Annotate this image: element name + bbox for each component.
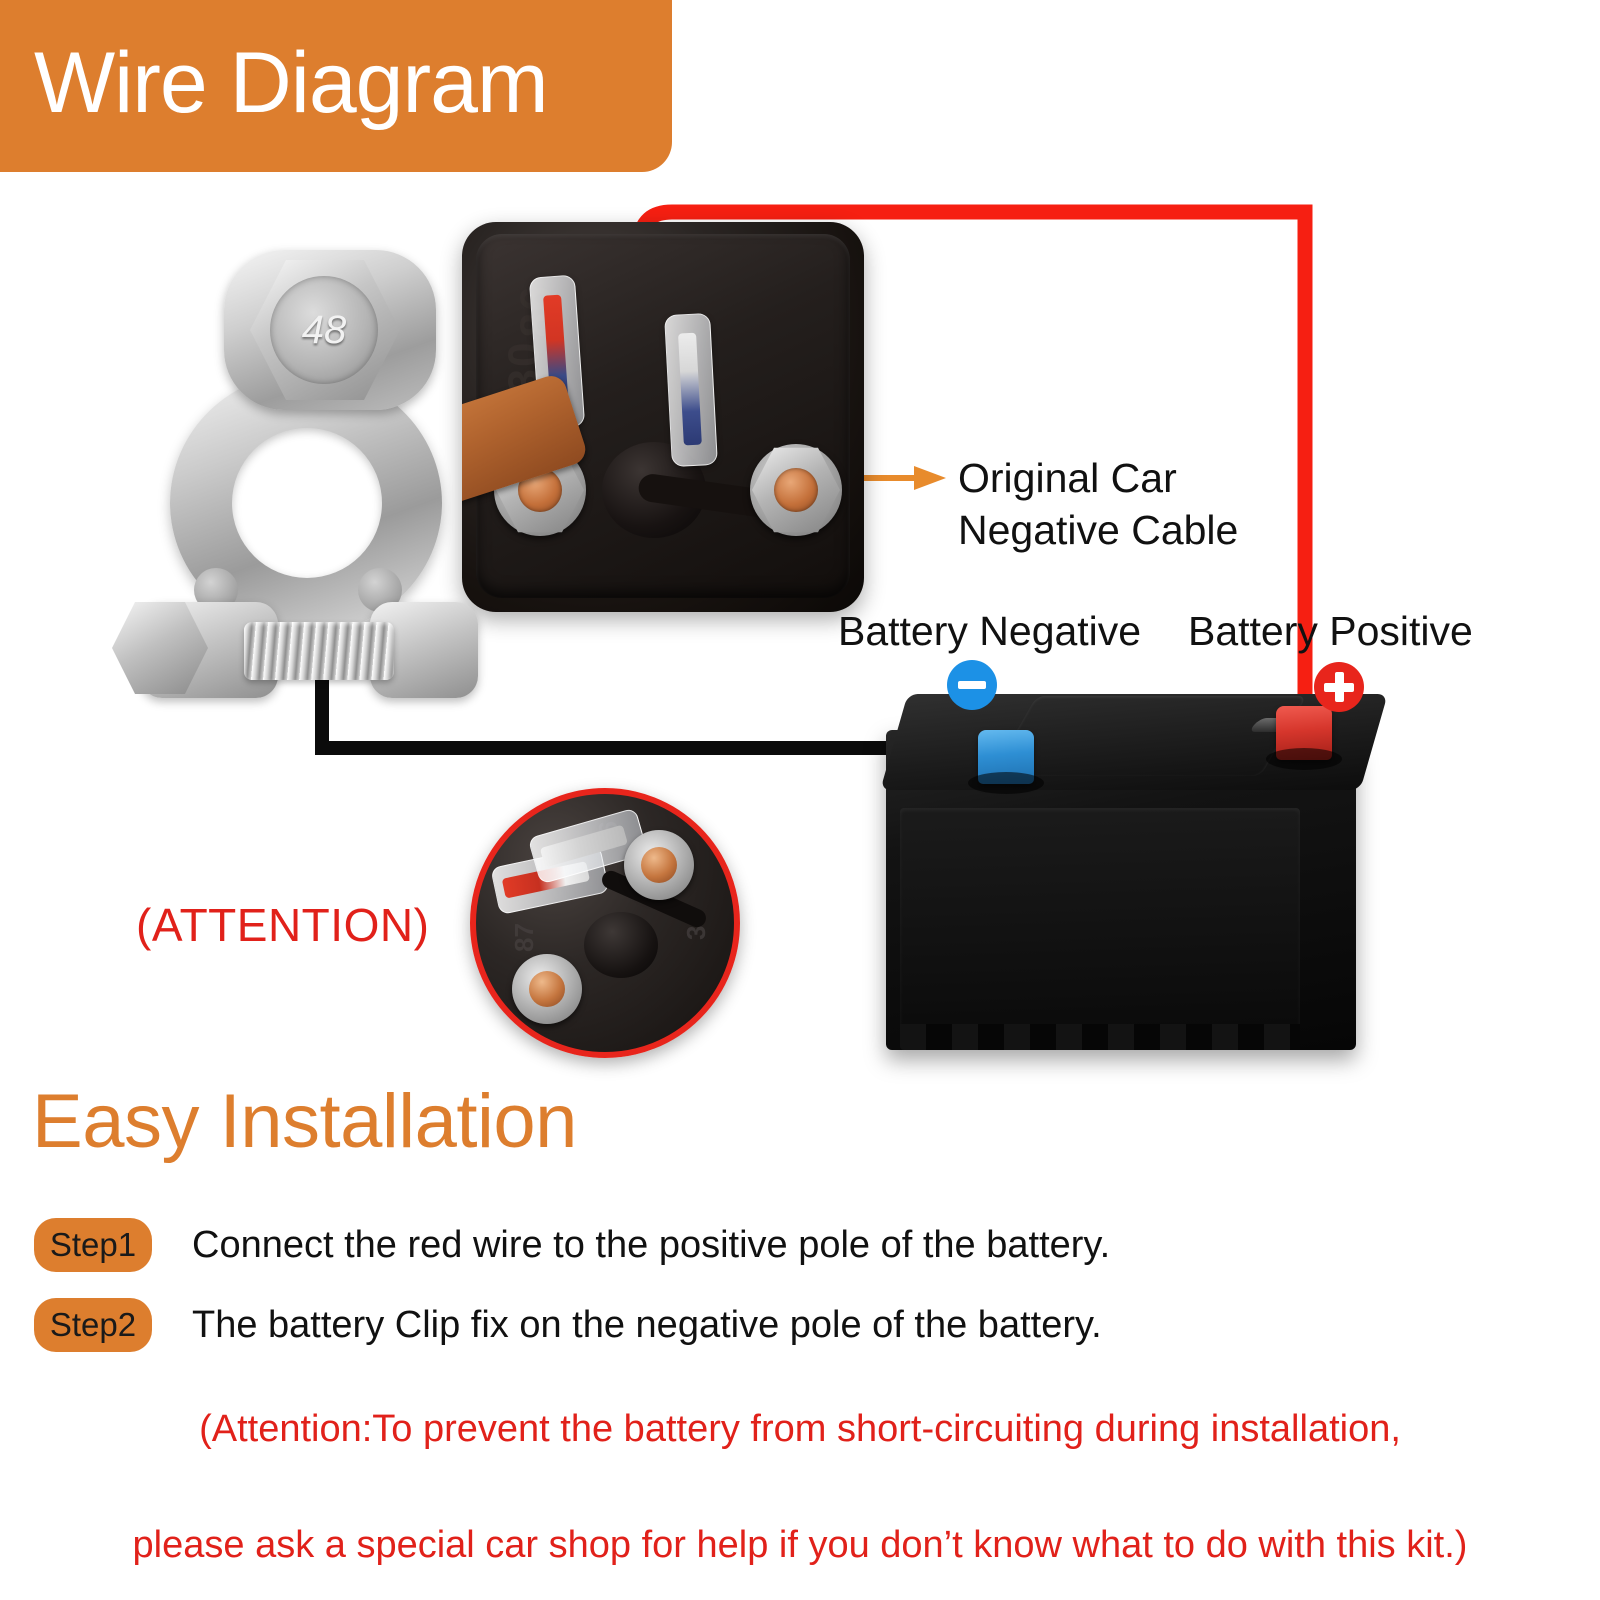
header-banner: Wire Diagram [0, 0, 672, 172]
attention-detail-inset: 86 87 30 [470, 788, 740, 1058]
installation-steps: Step1 Connect the red wire to the positi… [34, 1218, 1574, 1378]
relay-terminal-right [750, 444, 842, 536]
step-text-1: Connect the red wire to the positive pol… [192, 1223, 1111, 1266]
bolt-stamp-label: 48 [301, 307, 347, 352]
clamp-threaded-bolt [244, 622, 394, 680]
label-battery-positive: Battery Positive [1188, 608, 1473, 654]
step-row: Step1 Connect the red wire to the positi… [34, 1218, 1574, 1272]
car-battery [880, 672, 1396, 1082]
black-negative-wire [315, 645, 992, 755]
battery-positive-post [1266, 706, 1342, 770]
clamp-hex-nut [112, 602, 208, 694]
step-badge-2: Step2 [34, 1298, 152, 1352]
clamp-hex-bolt: 48 [224, 250, 436, 410]
label-original-car-negative-cable: Original Car Negative Cable [958, 452, 1288, 557]
step-text-2: The battery Clip fix on the negative pol… [192, 1303, 1102, 1346]
attention-tag: (ATTENTION) [136, 899, 430, 951]
warning-line-1: (Attention:To prevent the battery from s… [199, 1408, 1401, 1450]
plus-circle-icon [1314, 662, 1364, 712]
inset-rubber-boot [584, 912, 658, 978]
installation-warning: (Attention:To prevent the battery from s… [0, 1400, 1600, 1564]
warning-line-2: please ask a special car shop for help i… [132, 1524, 1468, 1566]
label-battery-negative: Battery Negative [838, 608, 1142, 654]
relay-switch-box: 86 30 [462, 222, 864, 612]
step-badge-1: Step1 [34, 1218, 152, 1272]
battery-terminal-clamp: 48 [112, 250, 508, 730]
battery-front-panel [900, 808, 1300, 1038]
easy-installation-heading: Easy Installation [32, 1079, 577, 1164]
battery-base-ribs [900, 1024, 1300, 1050]
inset-emboss-2: 87 [508, 923, 539, 952]
clamp-ring [170, 356, 442, 634]
inset-terminal-bottom [512, 954, 582, 1024]
minus-circle-icon [947, 660, 997, 710]
clamp-bore [232, 428, 382, 578]
page-title: Wire Diagram [34, 35, 549, 131]
battery-negative-post [968, 730, 1044, 794]
label-line-1: Original Car Negative Cable [958, 455, 1239, 554]
step-row: Step2 The battery Clip fix on the negati… [34, 1298, 1574, 1352]
inset-terminal-top [624, 830, 694, 900]
clear-connector-white-icon [664, 312, 718, 468]
battery-vent-lid [990, 696, 1333, 776]
